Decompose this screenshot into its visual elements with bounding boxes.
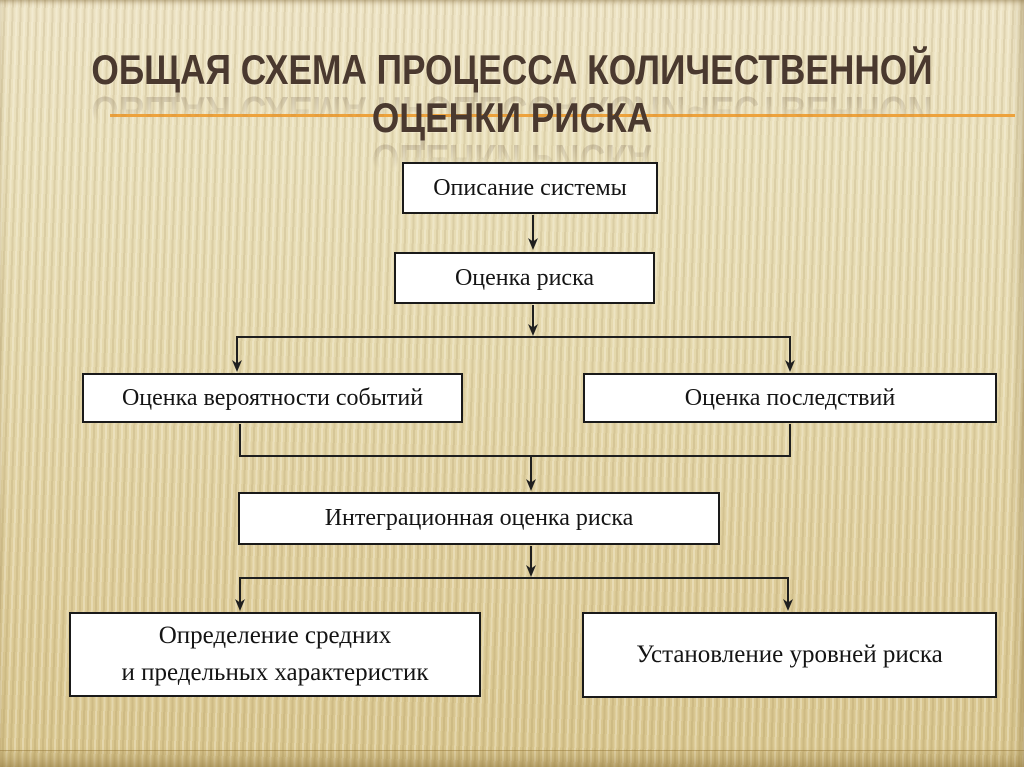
node-risk-assessment-label: Оценка риска <box>454 264 595 291</box>
node-event-probability: Оценка вероятности событий <box>82 373 463 423</box>
edge-bottom-tie <box>239 577 789 605</box>
edge-branch-tie <box>236 336 791 366</box>
title-line-1-wrap: ОБЩАЯ СХЕМА ПРОЦЕССА КОЛИЧЕСТВЕННОЙ ОБЩА… <box>0 46 1024 135</box>
node-risk-levels-label: Установление уровней риска <box>636 640 943 668</box>
title-line-1: ОБЩАЯ СХЕМА ПРОЦЕССА КОЛИЧЕСТВЕННОЙ <box>91 46 933 93</box>
node-integration-assessment: Интеграционная оценка риска <box>238 492 720 545</box>
node-system-description: Описание системы <box>402 162 658 214</box>
node-risk-assessment: Оценка риска <box>394 252 655 304</box>
slide-title: ОБЩАЯ СХЕМА ПРОЦЕССА КОЛИЧЕСТВЕННОЙ ОБЩА… <box>0 46 1024 183</box>
node-characteristics: Определение средних и предельных характе… <box>69 612 481 697</box>
title-line-2: ОЦЕНКИ РИСКА <box>371 94 653 141</box>
node-integration-assessment-label: Интеграционная оценка риска <box>324 505 634 532</box>
title-line-2-wrap: ОЦЕНКИ РИСКА ОЦЕНКИ РИСКА <box>0 94 1024 183</box>
node-event-probability-label: Оценка вероятности событий <box>121 384 424 411</box>
node-risk-levels: Установление уровней риска <box>582 612 997 698</box>
node-system-description-label: Описание системы <box>433 174 627 201</box>
node-consequences-label: Оценка последствий <box>684 384 896 411</box>
title-underline <box>110 114 1015 117</box>
node-characteristics-label: Определение средних и предельных характе… <box>121 622 429 686</box>
node-consequences: Оценка последствий <box>583 373 997 423</box>
edge-merge-tie <box>239 424 791 457</box>
